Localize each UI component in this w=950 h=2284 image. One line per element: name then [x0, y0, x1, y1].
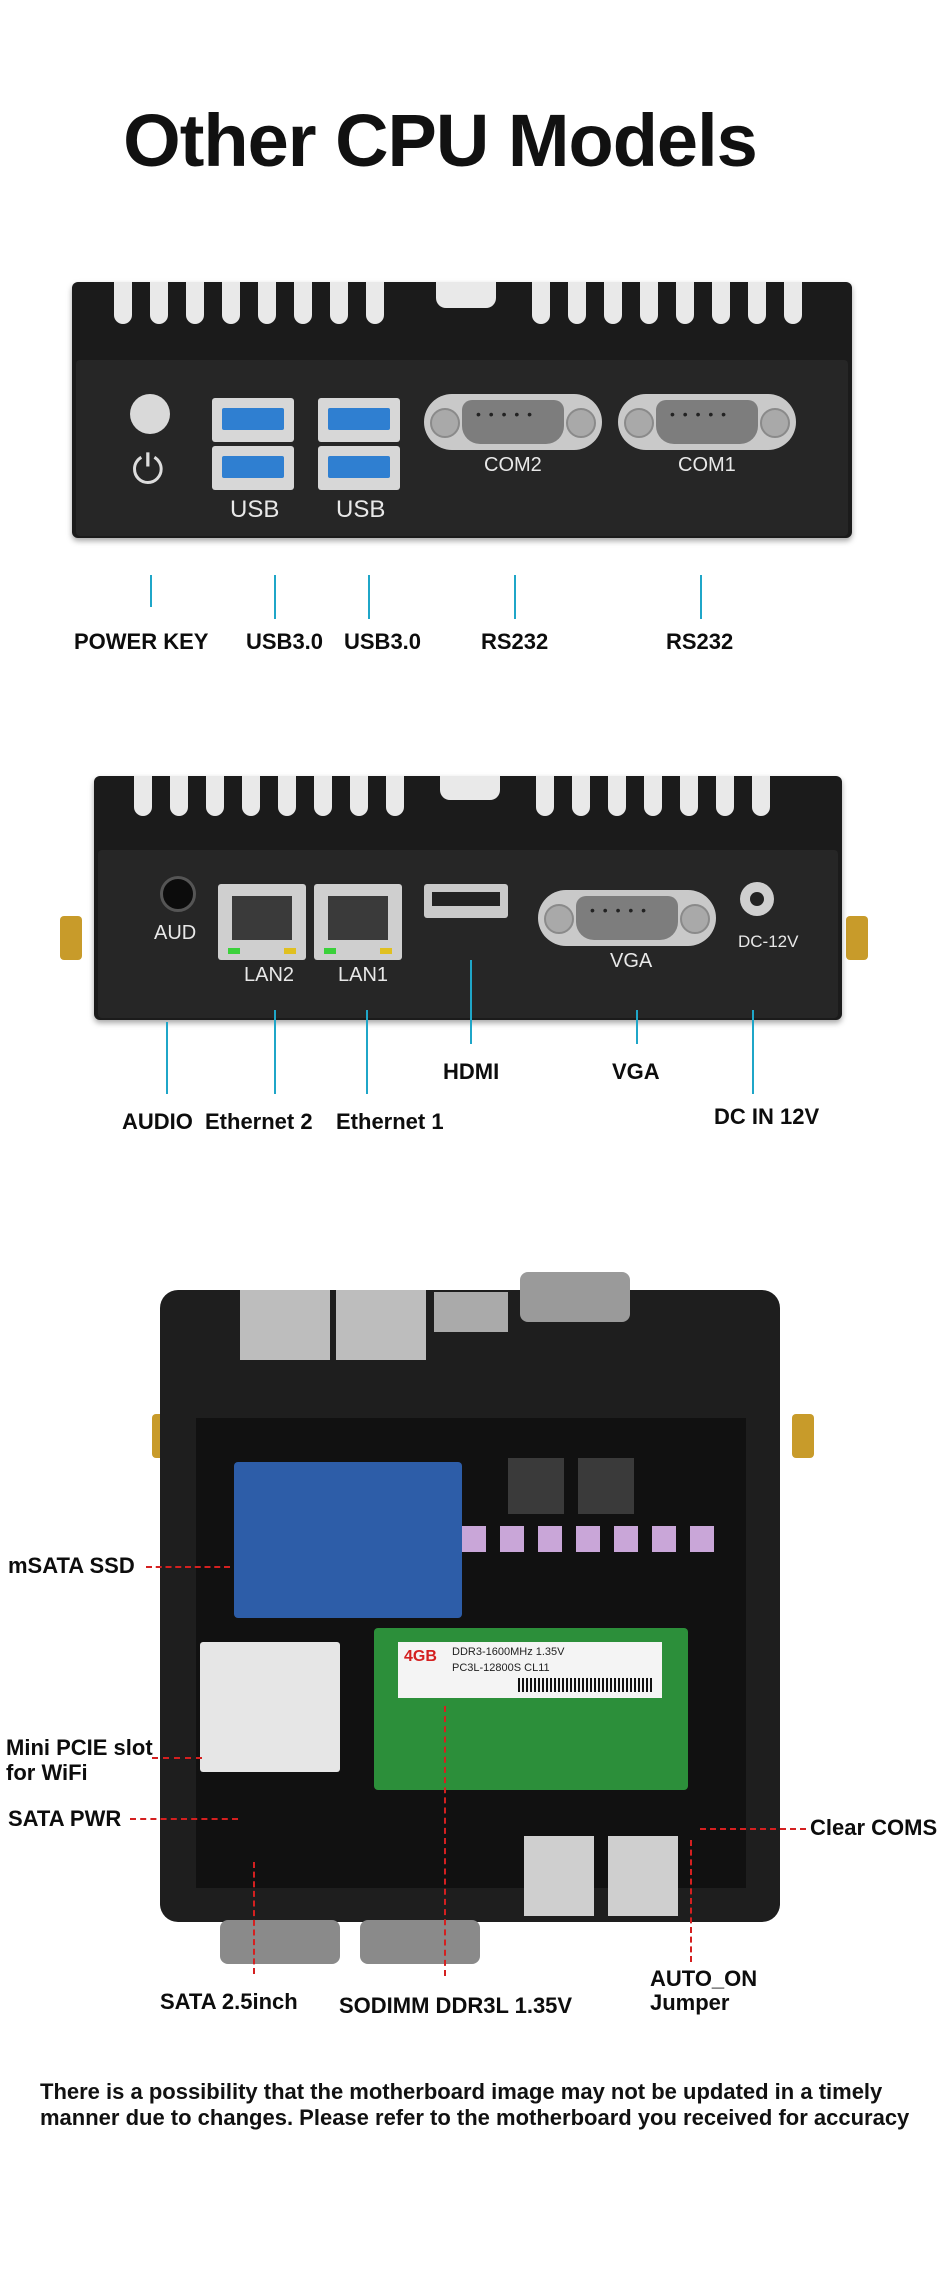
callout-line: [700, 1828, 806, 1830]
callout-line: [166, 1022, 168, 1094]
callout-auto-on-1: AUTO_ON: [650, 1966, 758, 1991]
wifi-card: [200, 1642, 340, 1772]
callout-auto-on-2: Jumper: [650, 1990, 730, 2015]
usb-label: USB: [336, 496, 386, 523]
callout-line: [274, 1010, 276, 1094]
usb-port: [318, 398, 400, 442]
com1-port: [618, 394, 796, 450]
callout-line: [444, 1706, 446, 1976]
heatsink-fins: [100, 282, 824, 338]
callout-usb3-b: USB3.0: [344, 629, 422, 654]
vga-connector: [520, 1272, 630, 1322]
callout-line: [146, 1566, 230, 1568]
ram-size: 4GB: [404, 1648, 437, 1665]
inductor: [508, 1458, 564, 1514]
inductor: [578, 1458, 634, 1514]
callout-audio: AUDIO: [122, 1109, 193, 1134]
callout-clear-coms: Clear COMS: [810, 1815, 938, 1840]
com1-label: COM1: [678, 454, 736, 476]
callout-line: [752, 1010, 754, 1094]
power-button: [130, 394, 170, 434]
usb-jack: [608, 1836, 678, 1916]
hdmi-jack: [434, 1292, 508, 1332]
com2-label: COM2: [484, 454, 542, 476]
callout-sata-25: SATA 2.5inch: [160, 1989, 298, 2014]
callout-rs232-b: RS232: [666, 629, 734, 654]
callout-rs232-a: RS232: [481, 629, 549, 654]
antenna-connector: [60, 916, 82, 960]
capacitors: [462, 1526, 722, 1552]
callout-line: [366, 1010, 368, 1094]
callout-dc-in: DC IN 12V: [714, 1104, 820, 1129]
callout-power-key: POWER KEY: [74, 629, 209, 654]
callout-line: [368, 575, 370, 619]
page-title: Other CPU Models: [123, 99, 758, 182]
com-connector: [220, 1920, 340, 1964]
callout-sata-pwr: SATA PWR: [8, 1806, 122, 1831]
barcode: [518, 1678, 654, 1692]
usb-port: [212, 446, 294, 490]
ram-spec-2: PC3L-12800S CL11: [452, 1662, 550, 1674]
usb-jack: [524, 1836, 594, 1916]
lan2-port: [218, 884, 306, 960]
callout-usb3-a: USB3.0: [246, 629, 324, 654]
msata-ssd: [234, 1462, 462, 1618]
callout-msata-ssd: mSATA SSD: [8, 1553, 135, 1578]
callout-mini-pcie-2: for WiFi: [6, 1760, 88, 1785]
audio-jack: [160, 876, 196, 912]
callout-ethernet-1: Ethernet 1: [336, 1109, 444, 1134]
lan1-port: [314, 884, 402, 960]
heatsink-fins: [124, 776, 814, 828]
hdmi-port: [424, 884, 508, 918]
rear-face: [98, 850, 838, 1018]
lan2-label: LAN2: [244, 964, 295, 986]
dc-label: DC-12V: [738, 932, 799, 951]
callout-line: [636, 1010, 638, 1044]
usb-label: USB: [230, 496, 280, 523]
com-connector: [360, 1920, 480, 1964]
antenna-connector: [792, 1414, 814, 1458]
antenna-connector: [846, 916, 868, 960]
rj45-jack: [336, 1290, 426, 1360]
rj45-jack: [240, 1290, 330, 1360]
callout-hdmi: HDMI: [443, 1059, 500, 1084]
callout-line: [470, 960, 472, 1044]
callout-line: [150, 575, 152, 607]
usb-port: [318, 446, 400, 490]
disclaimer-line-1: There is a possibility that the motherbo…: [40, 2079, 883, 2104]
lan1-label: LAN1: [338, 964, 389, 986]
ram-module: 4GB DDR3-1600MHz 1.35V PC3L-12800S CL11: [374, 1628, 688, 1790]
aud-label: AUD: [154, 922, 197, 944]
power-icon: ⏻: [132, 448, 164, 492]
disclaimer-line-2: manner due to changes. Please refer to t…: [40, 2105, 910, 2130]
disclaimer-note: There is a possibility that the motherbo…: [40, 2079, 920, 2131]
callout-line: [514, 575, 516, 619]
usb-port: [212, 398, 294, 442]
callout-vga: VGA: [612, 1059, 660, 1084]
vga-port: [538, 890, 716, 946]
callout-sodimm: SODIMM DDR3L 1.35V: [339, 1993, 573, 2018]
ram-spec-1: DDR3-1600MHz 1.35V: [452, 1646, 565, 1658]
callout-line: [130, 1818, 238, 1820]
callout-ethernet-2: Ethernet 2: [205, 1109, 313, 1134]
vga-label: VGA: [610, 950, 653, 972]
callout-line: [690, 1840, 692, 1962]
com2-port: [424, 394, 602, 450]
dc-jack: [740, 882, 774, 916]
callout-line: [152, 1757, 202, 1759]
callout-line: [700, 575, 702, 619]
callout-line: [253, 1862, 255, 1974]
callout-mini-pcie-1: Mini PCIE slot: [6, 1735, 153, 1760]
callout-line: [274, 575, 276, 619]
